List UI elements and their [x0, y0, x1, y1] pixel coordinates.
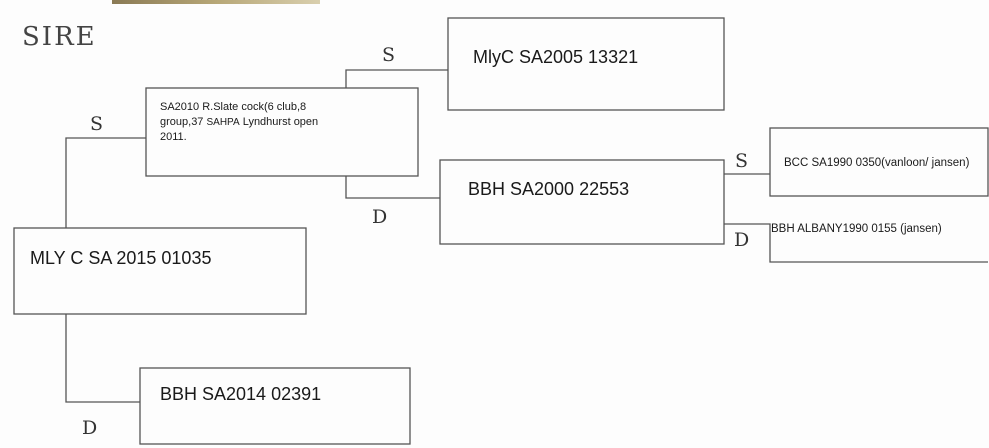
sire-dam-dam-label: BBH ALBANY1990 0155 (jansen) — [771, 221, 981, 237]
line-main-to-dam — [66, 314, 140, 402]
sire-line2-small: SAHPA — [207, 117, 240, 128]
box-dam — [140, 368, 410, 444]
sire-line2-post: Lyndhurst open — [243, 116, 318, 128]
line-sire-to-dam — [346, 176, 440, 198]
sire-line3: 2011. — [160, 131, 187, 143]
line-sire-to-sire — [346, 70, 448, 88]
mark-sire-sire: S — [382, 44, 395, 66]
main-bird-label: MLY C SA 2015 01035 — [30, 248, 211, 269]
mark-sire: S — [90, 113, 103, 135]
sire-line2-pre: group,37 — [160, 116, 203, 128]
line-main-to-sire — [66, 138, 146, 228]
mark-dam: D — [82, 417, 97, 439]
mark-sire-dam: D — [372, 206, 387, 228]
box-main — [14, 228, 306, 314]
sire-dam-label: BBH SA2000 22553 — [468, 179, 629, 200]
sire-label: SA2010 R.Slate cock(6 club,8 group,37 SA… — [160, 100, 410, 145]
box-sire-dam — [440, 160, 724, 244]
sire-line1: SA2010 R.Slate cock(6 club,8 — [160, 101, 306, 113]
mark-sire-dam-sire: S — [735, 150, 748, 172]
sire-sire-label: MlyC SA2005 13321 — [473, 47, 638, 68]
sire-dam-sire-label: BCC SA1990 0350(vanloon/ jansen) — [784, 155, 984, 171]
mark-sire-dam-dam: D — [734, 229, 749, 251]
dam-label: BBH SA2014 02391 — [160, 384, 321, 405]
